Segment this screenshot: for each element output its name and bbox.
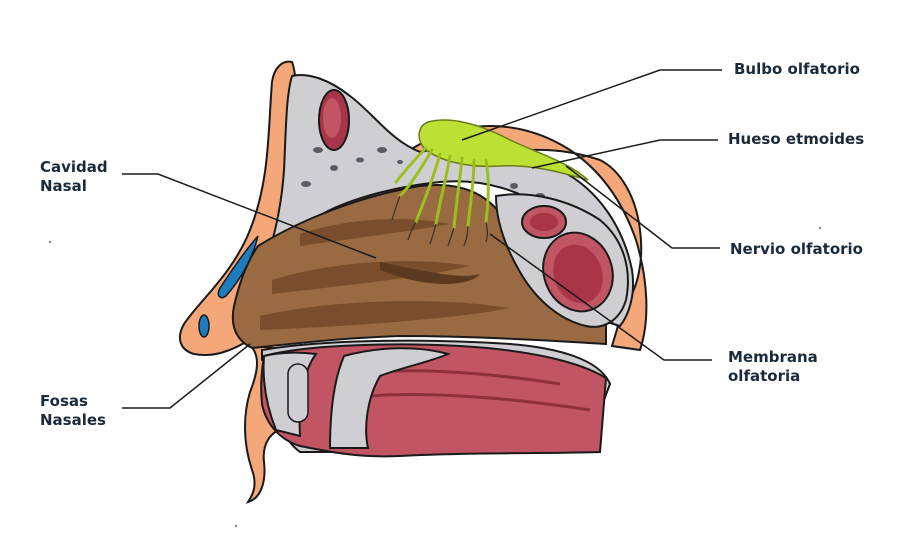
label-cavidad-nasal: Cavidad Nasal [40,158,108,196]
dot-3 [818,226,822,230]
label-membrana-olfatoria: Membrana olfatoria [728,348,818,386]
dot-1 [48,240,52,244]
leader-fosas [122,343,251,409]
leader-nervio [565,165,720,249]
label-membrana-line1: Membrana [728,348,818,366]
leader-lines [122,69,722,409]
label-fosas-nasales: Fosas Nasales [40,392,106,430]
label-nervio-olfatorio: Nervio olfatorio [730,240,863,259]
label-cavidad-line2: Nasal [40,177,87,195]
label-membrana-line2: olfatoria [728,367,801,385]
turbinate-superior [300,219,450,246]
label-hueso-etmoides: Hueso etmoides [728,130,864,149]
label-cavidad-line1: Cavidad [40,158,108,176]
dot-2 [234,524,238,528]
label-fosas-line2: Nasales [40,411,106,429]
leader-cavidad [122,173,377,259]
oral-mucosa-folds-2 [369,393,591,412]
leader-bulbo [461,69,722,141]
maxilla-hole [287,363,309,423]
turbinate-middle [272,261,470,294]
sphenoid-sinus-upper-inner [530,213,558,231]
leader-membrana [489,233,712,361]
label-fosas-line1: Fosas [40,392,88,410]
nasal-vessel-lower [198,314,210,338]
olfactory-nerve-fibers [394,146,490,230]
label-nervio-text: Nervio olfatorio [730,240,863,258]
leader-hueso [531,139,718,169]
nasal-vessel [217,235,259,299]
frontal-sinus-highlight [323,98,341,138]
label-bulbo-text: Bulbo olfatorio [734,60,860,78]
label-hueso-text: Hueso etmoides [728,130,865,148]
olfactory-nerve-roots [391,195,489,247]
oral-mucosa [260,343,608,458]
cavity-fold [380,262,480,284]
label-bulbo-olfatorio: Bulbo olfatorio [734,60,860,79]
turbinate-inferior [260,301,510,330]
maxilla-bone [328,347,451,449]
